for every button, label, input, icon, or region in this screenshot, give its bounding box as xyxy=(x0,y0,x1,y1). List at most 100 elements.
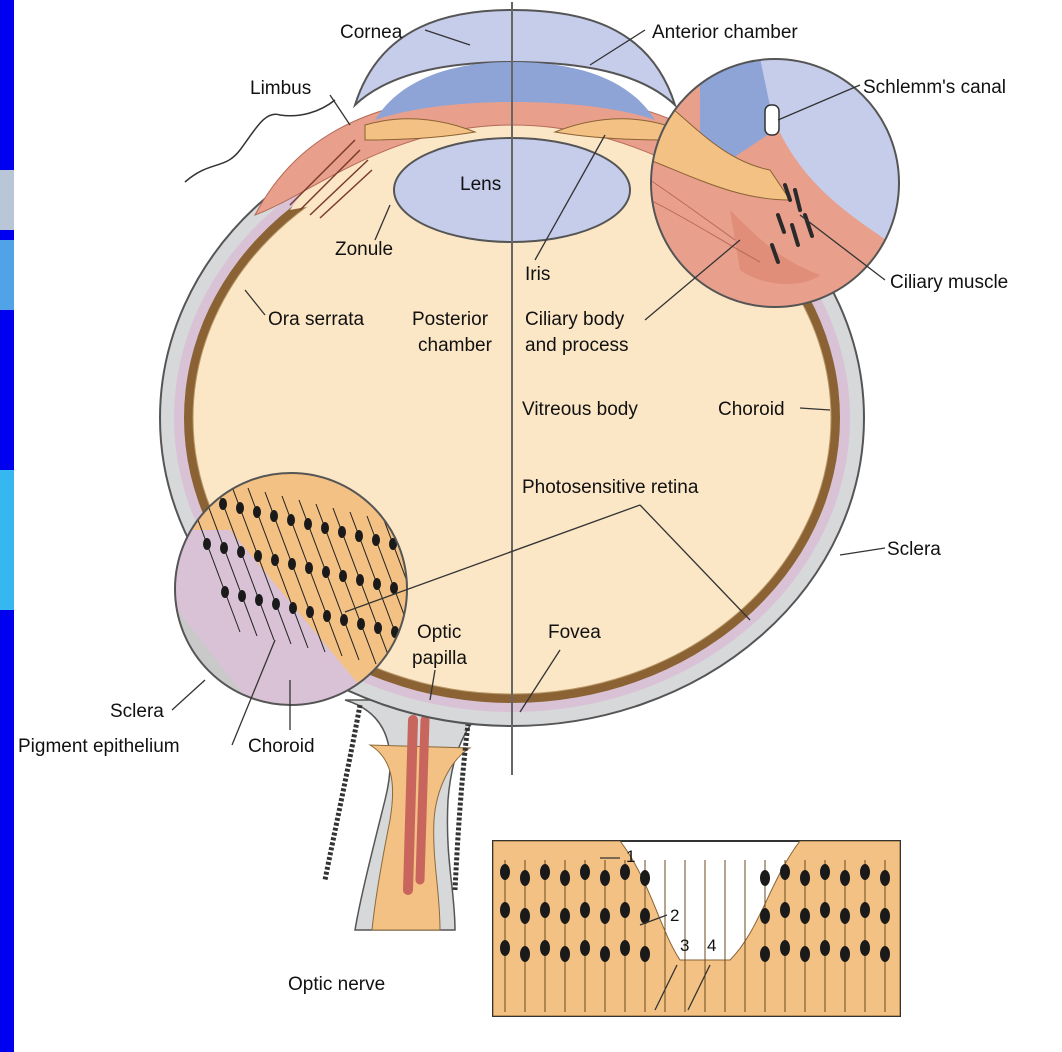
label-number-1: 1 xyxy=(626,847,635,866)
ganglion-nucleus xyxy=(620,902,630,918)
ganglion-nucleus xyxy=(620,864,630,880)
photoreceptor-nucleus xyxy=(220,542,228,554)
photoreceptor-nucleus xyxy=(255,594,263,606)
label-posterior-chamber-1: Posterior xyxy=(412,309,489,330)
label-sclera-right: Sclera xyxy=(887,539,941,560)
label-choroid-right: Choroid xyxy=(718,399,785,420)
fovea-detail-box xyxy=(493,841,900,1016)
ganglion-nucleus xyxy=(880,908,890,924)
ganglion-nucleus xyxy=(860,940,870,956)
photoreceptor-nucleus xyxy=(221,586,229,598)
ganglion-nucleus xyxy=(640,946,650,962)
photoreceptor-nucleus xyxy=(321,522,329,534)
ganglion-nucleus xyxy=(760,908,770,924)
photoreceptor-nucleus xyxy=(270,510,278,522)
photoreceptor-nucleus xyxy=(253,506,261,518)
label-pigment-epithelium: Pigment epithelium xyxy=(18,736,180,757)
ganglion-nucleus xyxy=(520,908,530,924)
label-posterior-chamber-2: chamber xyxy=(418,335,493,356)
photoreceptor-nucleus xyxy=(372,534,380,546)
photoreceptor-nucleus xyxy=(322,566,330,578)
label-cornea: Cornea xyxy=(340,22,403,43)
ganglion-nucleus xyxy=(800,908,810,924)
ganglion-nucleus xyxy=(880,870,890,886)
label-ora-serrata: Ora serrata xyxy=(268,309,365,330)
ganglion-nucleus xyxy=(560,946,570,962)
ganglion-nucleus xyxy=(780,864,790,880)
photoreceptor-nucleus xyxy=(340,614,348,626)
label-schlemms-canal: Schlemm's canal xyxy=(863,77,1006,98)
photoreceptor-nucleus xyxy=(305,562,313,574)
label-anterior-chamber: Anterior chamber xyxy=(652,22,798,43)
ganglion-nucleus xyxy=(760,946,770,962)
photoreceptor-nucleus xyxy=(356,574,364,586)
ganglion-nucleus xyxy=(600,870,610,886)
photoreceptor-nucleus xyxy=(304,518,312,530)
ganglion-nucleus xyxy=(840,870,850,886)
photoreceptor-nucleus xyxy=(254,550,262,562)
photoreceptor-nucleus xyxy=(287,514,295,526)
photoreceptor-nucleus xyxy=(323,610,331,622)
label-zonule: Zonule xyxy=(335,239,393,260)
ganglion-nucleus xyxy=(580,864,590,880)
photoreceptor-nucleus xyxy=(272,598,280,610)
label-ciliary-body-1: Ciliary body xyxy=(525,309,625,330)
ganglion-nucleus xyxy=(560,908,570,924)
ganglion-nucleus xyxy=(520,946,530,962)
photoreceptor-nucleus xyxy=(289,602,297,614)
photoreceptor-nucleus xyxy=(339,570,347,582)
ganglion-nucleus xyxy=(620,940,630,956)
ganglion-nucleus xyxy=(560,870,570,886)
photoreceptor-nucleus xyxy=(373,578,381,590)
label-number-3: 3 xyxy=(680,936,689,955)
photoreceptor-nucleus xyxy=(390,582,398,594)
photoreceptor-nucleus xyxy=(288,558,296,570)
photoreceptor-nucleus xyxy=(306,606,314,618)
label-optic-papilla-2: papilla xyxy=(412,648,467,669)
ganglion-nucleus xyxy=(500,864,510,880)
ganglion-nucleus xyxy=(540,940,550,956)
photoreceptor-nucleus xyxy=(271,554,279,566)
ganglion-nucleus xyxy=(840,908,850,924)
label-iris: Iris xyxy=(525,264,550,285)
photoreceptor-nucleus xyxy=(357,618,365,630)
ganglion-nucleus xyxy=(880,946,890,962)
label-ciliary-body-2: and process xyxy=(525,335,629,356)
ganglion-nucleus xyxy=(520,870,530,886)
ganglion-nucleus xyxy=(580,902,590,918)
ganglion-nucleus xyxy=(540,864,550,880)
photoreceptor-nucleus xyxy=(238,590,246,602)
label-fovea: Fovea xyxy=(548,622,601,643)
label-number-2: 2 xyxy=(670,906,679,925)
label-sclera-left: Sclera xyxy=(110,701,164,722)
label-vitreous-body: Vitreous body xyxy=(522,399,638,420)
ganglion-nucleus xyxy=(780,940,790,956)
ganglion-nucleus xyxy=(540,902,550,918)
ganglion-nucleus xyxy=(820,902,830,918)
ganglion-nucleus xyxy=(500,902,510,918)
photoreceptor-nucleus xyxy=(203,538,211,550)
photoreceptor-nucleus xyxy=(374,622,382,634)
ganglion-nucleus xyxy=(820,940,830,956)
ganglion-nucleus xyxy=(820,864,830,880)
photoreceptor-nucleus xyxy=(219,498,227,510)
label-lens: Lens xyxy=(460,174,501,195)
photoreceptor-nucleus xyxy=(338,526,346,538)
ganglion-nucleus xyxy=(760,870,770,886)
eye-anatomy-figure: Cornea Anterior chamber Schlemm's canal … xyxy=(14,0,1062,1052)
label-limbus: Limbus xyxy=(250,78,311,99)
ganglion-nucleus xyxy=(800,870,810,886)
label-number-4: 4 xyxy=(707,936,716,955)
ganglion-nucleus xyxy=(600,908,610,924)
ganglion-nucleus xyxy=(860,902,870,918)
label-photosensitive-retina: Photosensitive retina xyxy=(522,477,699,498)
ganglion-nucleus xyxy=(840,946,850,962)
label-optic-nerve: Optic nerve xyxy=(288,974,385,995)
label-ciliary-muscle: Ciliary muscle xyxy=(890,272,1008,293)
ganglion-nucleus xyxy=(640,870,650,886)
ganglion-nucleus xyxy=(860,864,870,880)
photoreceptor-nucleus xyxy=(236,502,244,514)
label-choroid-left: Choroid xyxy=(248,736,315,757)
ganglion-nucleus xyxy=(500,940,510,956)
ganglion-nucleus xyxy=(800,946,810,962)
